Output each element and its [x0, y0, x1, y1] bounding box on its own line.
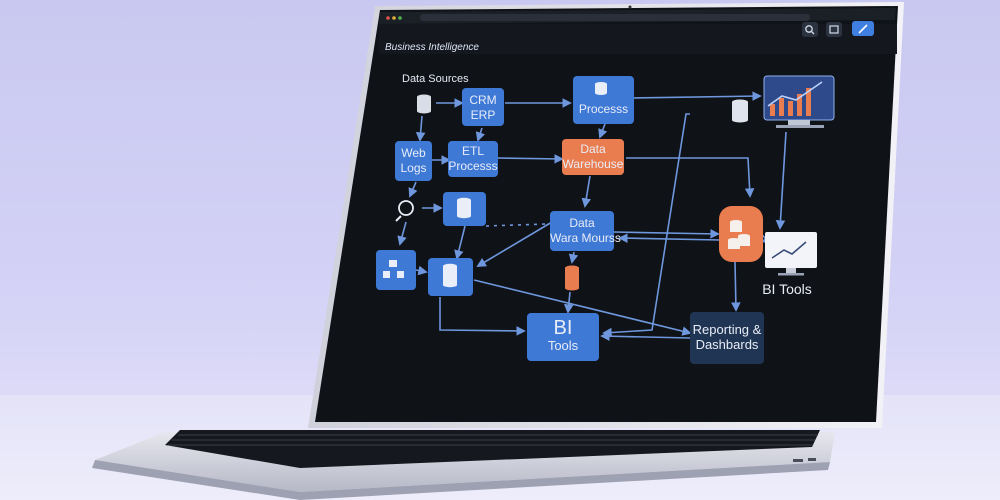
- node-database-lower-icon: [443, 263, 457, 288]
- node-etl-label: ETL Processs: [448, 144, 498, 174]
- etl-label: ETL: [461, 144, 484, 158]
- web-label: Web: [401, 146, 426, 160]
- grid-icon: [829, 25, 839, 34]
- node-bi-center-label: BI Tools: [527, 318, 599, 353]
- grid-button[interactable]: [826, 22, 842, 37]
- bi-center-line1: BI: [553, 317, 573, 339]
- crm-label: CRM: [469, 93, 497, 107]
- node-web-logs[interactable]: [395, 141, 432, 181]
- node-reporting-label: Reporting & Dashbards: [690, 322, 764, 352]
- address-bar[interactable]: [420, 14, 810, 21]
- search-button[interactable]: [802, 22, 818, 37]
- erp-label: ERP: [470, 108, 496, 122]
- keyboard-keys: [168, 434, 818, 446]
- laptop-base-front-edge: [92, 460, 830, 500]
- node-process-top-db: [595, 82, 607, 95]
- node-etl[interactable]: [448, 141, 498, 177]
- node-web-logs-label: Web Logs: [395, 146, 432, 176]
- node-data-sources-db: [417, 94, 431, 114]
- reporting-line2: Dashbards: [695, 337, 759, 352]
- data-warehouse-line2: Warehouse: [562, 157, 624, 171]
- share-icon: [383, 260, 404, 278]
- node-orange-storage[interactable]: [719, 206, 763, 262]
- ports: [793, 458, 816, 462]
- node-share-icon[interactable]: [376, 250, 416, 290]
- header-buttons: [802, 21, 874, 37]
- monitor-line-chart-icon: [765, 232, 817, 276]
- node-crm-erp[interactable]: [462, 88, 504, 126]
- node-orange-cylinder: [565, 265, 579, 291]
- etl-process-label: Processs: [448, 159, 498, 173]
- monitor-chart-icon: [763, 75, 835, 128]
- node-data-warehouse-label: Data Warehouse: [562, 142, 624, 172]
- window-controls: [386, 16, 402, 20]
- bi-center-line2: Tools: [547, 338, 579, 353]
- node-reporting[interactable]: [690, 312, 764, 364]
- bi-tools-right-label: BI Tools: [762, 281, 812, 297]
- data-mid-line2: Wara Mourss: [550, 231, 621, 245]
- camera: [628, 5, 632, 9]
- data-mid-line1: Data: [569, 216, 595, 230]
- edit-icon: [858, 24, 868, 34]
- search-icon: [805, 25, 815, 35]
- section-title-data-sources: Data Sources: [402, 73, 469, 85]
- db-icon-right: [732, 99, 748, 123]
- data-warehouse-line1: Data: [580, 142, 606, 156]
- node-process-top-label: Processs: [578, 102, 629, 116]
- node-data-mid-label: Data Wara Mourss: [550, 216, 621, 246]
- node-orange-storage-icon: [728, 220, 750, 249]
- diagram-connectors: [397, 91, 787, 341]
- node-database-small-icon: [457, 197, 471, 219]
- node-data-warehouse[interactable]: [562, 139, 624, 175]
- node-process-top[interactable]: [573, 76, 634, 124]
- reporting-line1: Reporting &: [692, 322, 762, 337]
- logs-label: Logs: [400, 161, 427, 175]
- node-bi-center[interactable]: [527, 313, 599, 361]
- app-title: Business Intelligence: [385, 42, 479, 53]
- node-data-mid[interactable]: [550, 211, 614, 251]
- node-analytics-icon: [395, 200, 414, 222]
- node-crm-erp-label: CRM ERP: [462, 93, 504, 123]
